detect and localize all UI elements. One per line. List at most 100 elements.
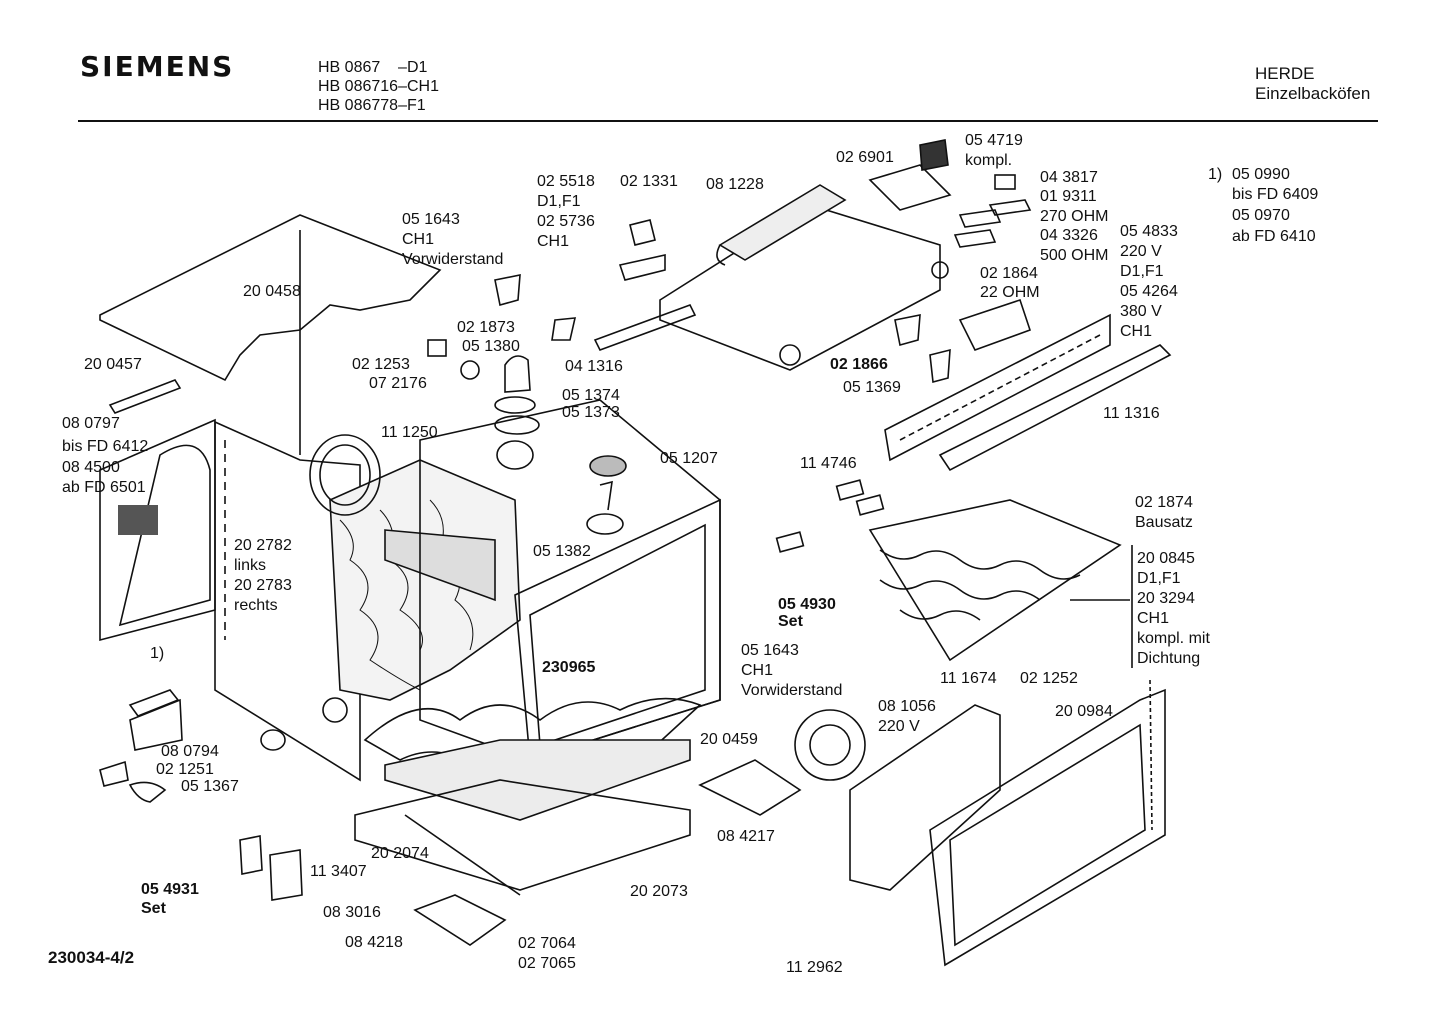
fan-ring-part bbox=[309, 434, 381, 516]
part-label: 05 4930 bbox=[778, 596, 836, 613]
part-label: 08 4500 bbox=[62, 459, 120, 476]
part-label: CH1 bbox=[741, 662, 774, 679]
part-label: 20 0458 bbox=[243, 283, 301, 300]
heating-element-part bbox=[775, 479, 1133, 668]
part-label: D1,F1 bbox=[537, 193, 581, 210]
part-label: 22 OHM bbox=[980, 284, 1040, 301]
part-label: Set bbox=[778, 613, 803, 630]
part-label: 02 1252 bbox=[1020, 670, 1078, 687]
model-number: HB 086778–F1 bbox=[318, 97, 426, 114]
category-subtitle: Einzelbacköfen bbox=[1255, 84, 1371, 103]
part-label: 270 OHM bbox=[1040, 208, 1109, 225]
back-panel-part bbox=[794, 704, 1001, 891]
part-label: 05 4833 bbox=[1120, 223, 1178, 240]
part-label: bis FD 6412 bbox=[62, 438, 149, 455]
brand-logo: SIEMENS bbox=[80, 50, 235, 83]
part-label: 02 1331 bbox=[620, 173, 678, 190]
part-label: 11 1250 bbox=[381, 424, 438, 441]
part-label: 11 3407 bbox=[310, 863, 367, 880]
side-strip-part bbox=[108, 379, 182, 414]
part-label: 02 1874 bbox=[1135, 494, 1193, 511]
part-label: 02 1864 bbox=[980, 265, 1038, 282]
model-number: HB 0867 –D1 bbox=[318, 59, 428, 76]
part-label: 05 4931 bbox=[141, 881, 199, 898]
part-label: ab FD 6410 bbox=[1232, 228, 1316, 245]
part-label: 05 0970 bbox=[1232, 207, 1290, 224]
part-label: bis FD 6409 bbox=[1232, 186, 1319, 203]
part-label: 02 7065 bbox=[518, 955, 576, 972]
part-label: D1,F1 bbox=[1120, 263, 1164, 280]
part-label: Set bbox=[141, 900, 166, 917]
part-label: 05 1643 bbox=[741, 642, 799, 659]
category-block: HERDE Einzelbacköfen bbox=[1255, 64, 1370, 104]
door-frame-part bbox=[929, 679, 1166, 967]
top-cover-part bbox=[99, 214, 442, 382]
part-label: 05 1367 bbox=[181, 778, 239, 795]
part-label: 20 2783 bbox=[234, 577, 292, 594]
part-label: 05 1382 bbox=[533, 543, 591, 560]
part-label: kompl. bbox=[965, 152, 1013, 169]
part-label: 02 1253 bbox=[352, 356, 410, 373]
part-label: 05 1380 bbox=[462, 338, 520, 355]
part-label: D1,F1 bbox=[1137, 570, 1181, 587]
part-label: 220 V bbox=[1120, 243, 1162, 260]
part-label: CH1 bbox=[402, 231, 435, 248]
oven-cavity-part bbox=[419, 399, 721, 762]
part-label: 20 2074 bbox=[371, 845, 429, 862]
part-label: 02 1873 bbox=[457, 319, 515, 336]
part-label: 11 2962 bbox=[786, 959, 843, 976]
part-label: 04 1316 bbox=[565, 358, 623, 375]
part-label: 08 4217 bbox=[717, 828, 775, 845]
part-label: 04 3817 bbox=[1040, 169, 1098, 186]
part-label: 05 1374 bbox=[562, 387, 620, 404]
part-label: 380 V bbox=[1120, 303, 1162, 320]
part-label: 11 1674 bbox=[940, 670, 997, 687]
part-label: 230965 bbox=[542, 659, 596, 676]
part-label: 05 1369 bbox=[843, 379, 901, 396]
part-label: 20 2073 bbox=[630, 883, 688, 900]
part-label: Dichtung bbox=[1137, 650, 1201, 667]
part-label: 08 1056 bbox=[878, 698, 936, 715]
part-label: 05 4719 bbox=[965, 132, 1023, 149]
part-label: 20 0459 bbox=[700, 731, 758, 748]
part-label: 08 4218 bbox=[345, 934, 403, 951]
footnote-marker: 1) bbox=[150, 645, 165, 662]
part-label: 11 1316 bbox=[1103, 405, 1160, 422]
part-label: 02 5736 bbox=[537, 213, 595, 230]
part-label: Vorwiderstand bbox=[741, 682, 843, 699]
part-label: ab FD 6501 bbox=[62, 479, 146, 496]
part-label: 20 0845 bbox=[1137, 550, 1195, 567]
part-label: rechts bbox=[234, 597, 278, 614]
side-panel-part bbox=[99, 418, 216, 642]
part-label: 04 3326 bbox=[1040, 227, 1098, 244]
part-label: 08 1228 bbox=[706, 176, 764, 193]
model-number: HB 086716–CH1 bbox=[318, 78, 439, 95]
part-label: Bausatz bbox=[1135, 514, 1193, 531]
part-label: 05 4264 bbox=[1120, 283, 1178, 300]
part-label: CH1 bbox=[537, 233, 570, 250]
part-label: kompl. mit bbox=[1137, 630, 1210, 647]
upper-housing-part bbox=[659, 184, 949, 371]
part-label: Vorwiderstand bbox=[402, 251, 504, 268]
part-label: CH1 bbox=[1137, 610, 1170, 627]
part-label: 08 0797 bbox=[62, 415, 120, 432]
part-label: 01 9311 bbox=[1040, 188, 1097, 205]
header-rule bbox=[78, 120, 1378, 122]
part-label: 02 6901 bbox=[836, 149, 894, 166]
part-label: 02 1866 bbox=[830, 356, 888, 373]
model-list: HB 0867 –D1 HB 086716–CH1 HB 086778–F1 bbox=[318, 58, 439, 115]
part-label: 07 2176 bbox=[369, 375, 427, 392]
rail-parts bbox=[884, 313, 1172, 472]
document-number: 230034-4/2 bbox=[48, 948, 135, 967]
thermostat-parts bbox=[427, 339, 540, 470]
part-label: 20 0984 bbox=[1055, 703, 1113, 720]
part-label: 11 4746 bbox=[800, 455, 857, 472]
switch-parts bbox=[494, 139, 1032, 384]
part-label: 220 V bbox=[878, 718, 920, 735]
part-label: 20 0457 bbox=[84, 356, 142, 373]
insulation-part bbox=[329, 459, 521, 701]
part-label: 02 5518 bbox=[537, 173, 595, 190]
part-label: 05 1643 bbox=[402, 211, 460, 228]
category-title: HERDE bbox=[1255, 64, 1315, 83]
